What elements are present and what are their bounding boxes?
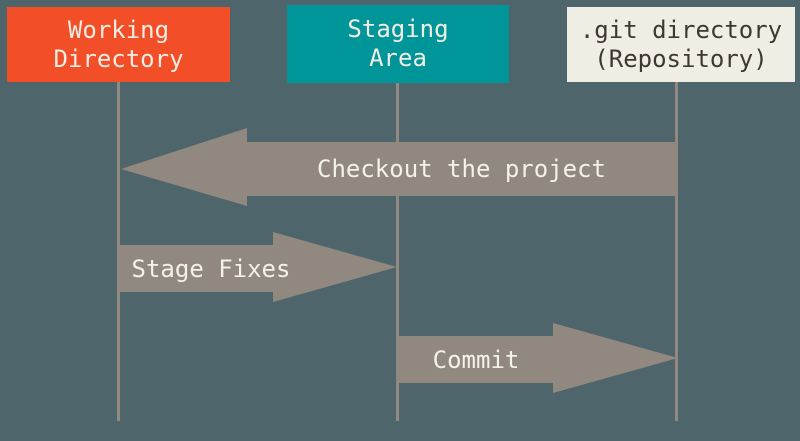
staging-area-label-line1: Staging — [347, 15, 449, 43]
commit-arrow — [399, 323, 678, 393]
checkout-arrow — [121, 128, 676, 206]
git-directory-label-line2: (Repository) — [594, 44, 768, 73]
staging-area-label-line2: Area — [369, 44, 427, 72]
git-directory-box: .git directory (Repository) — [567, 7, 795, 82]
working-directory-lifeline — [117, 82, 120, 421]
stage-fixes-arrow — [120, 232, 397, 302]
staging-area-box: Staging Area — [287, 5, 509, 83]
checkout-arrow-label: Checkout the project — [317, 155, 606, 183]
working-directory-label-line1: Working — [67, 15, 170, 44]
commit-arrow-label: Commit — [432, 345, 520, 374]
working-directory-box: Working Directory — [7, 7, 230, 82]
git-directory-lifeline — [675, 82, 678, 421]
git-directory-label-line1: .git directory — [579, 15, 783, 44]
staging-area-lifeline — [396, 83, 399, 421]
working-directory-label-line2: Directory — [53, 44, 184, 73]
stage-fixes-arrow-label: Stage Fixes — [131, 254, 291, 283]
